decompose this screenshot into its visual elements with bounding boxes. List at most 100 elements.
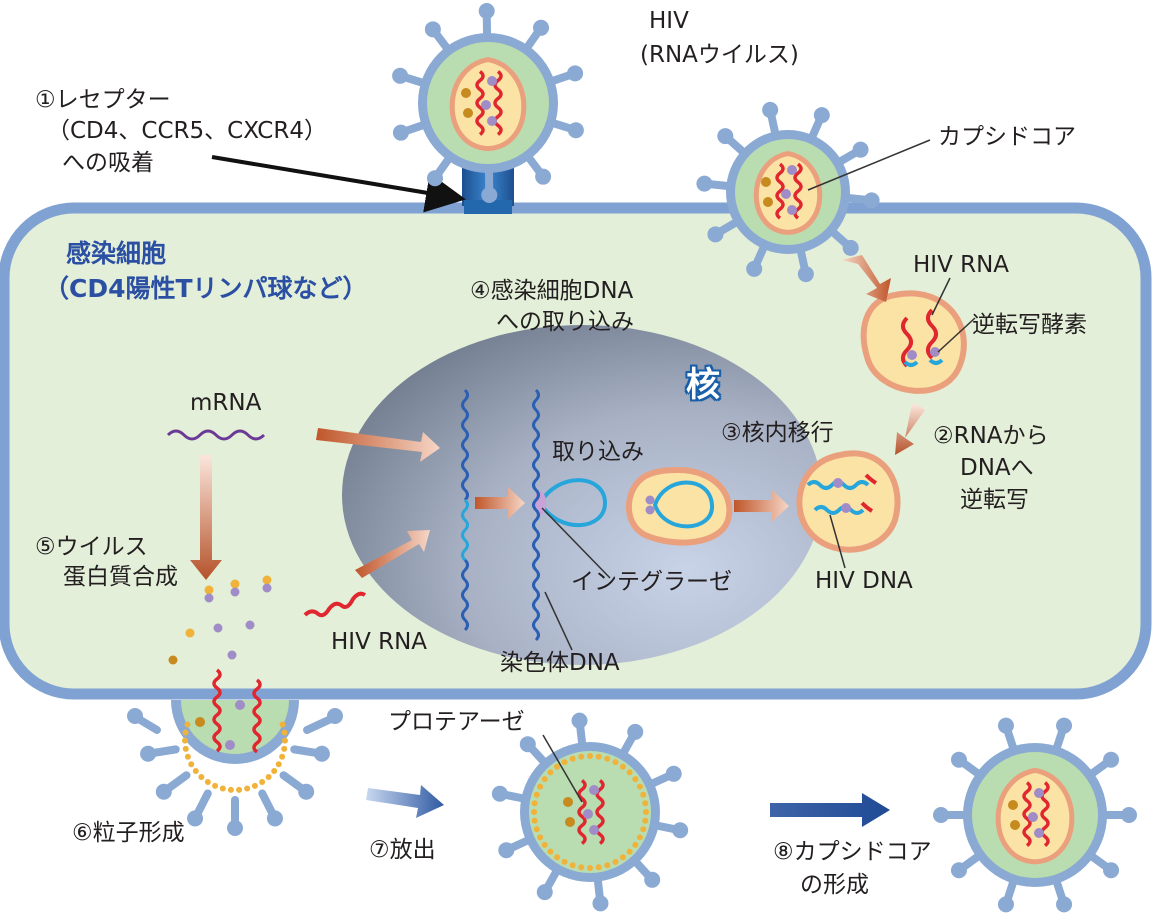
spike-knob xyxy=(997,717,1014,734)
gag-dot xyxy=(612,858,619,865)
gag-dot xyxy=(561,759,568,766)
gag-dot xyxy=(578,753,585,760)
spike-knob xyxy=(533,19,550,36)
gag-dot xyxy=(192,768,199,775)
gag-dot xyxy=(281,745,288,752)
arrow-capsid-down xyxy=(895,404,925,455)
gag-dot xyxy=(642,817,649,824)
protein-dot xyxy=(787,205,797,215)
rna-strand xyxy=(775,162,785,220)
gag-dot xyxy=(547,848,554,855)
spike-knob xyxy=(1056,896,1073,913)
spike-knob xyxy=(852,141,869,158)
capsid-dna-loop xyxy=(626,466,733,546)
chromosome-strand-host-lower xyxy=(461,558,469,632)
spike-knob xyxy=(535,168,552,185)
virus-mature xyxy=(933,717,1137,913)
arrow-to-chromosome xyxy=(475,487,525,519)
pointer-chromosome xyxy=(544,591,573,651)
gag-dot xyxy=(251,782,258,789)
gag-dot xyxy=(531,809,537,815)
step4-line1: ④感染細胞DNA xyxy=(470,278,634,304)
pointer-rt xyxy=(937,317,976,353)
gag-dot xyxy=(533,826,540,833)
protein-dot xyxy=(781,189,791,199)
rna-strand xyxy=(1040,781,1050,847)
spike-knob xyxy=(707,226,724,243)
spike-knob xyxy=(478,3,495,20)
gag-dot xyxy=(640,791,647,798)
gag-dot xyxy=(554,854,561,861)
protein-dot xyxy=(1008,800,1018,810)
protein-dot xyxy=(185,628,195,638)
gag-dot xyxy=(636,783,643,790)
virus-budding xyxy=(127,668,343,836)
protein-dot xyxy=(481,100,491,110)
spike-knob xyxy=(424,21,441,38)
spike-knob xyxy=(536,884,553,901)
rna-strand xyxy=(577,779,587,845)
gag-dot xyxy=(640,826,647,833)
step8-line2: の形成 xyxy=(800,872,869,898)
step8-line1: ⑧カプシドコア xyxy=(773,839,932,865)
gag-dot xyxy=(198,774,205,781)
gag-dot xyxy=(643,809,649,815)
protein-dot xyxy=(583,809,593,819)
arrow-to-mrna xyxy=(316,428,440,462)
spike-knob xyxy=(1121,807,1137,823)
spike-knob xyxy=(127,708,143,724)
rna-strand xyxy=(212,668,222,753)
reverse-transcriptase-label: 逆転写酵素 xyxy=(972,312,1087,338)
step4-line2: への取り込み xyxy=(496,309,634,335)
viral-proteins xyxy=(168,575,272,665)
step2-line2: DNAへ xyxy=(960,455,1034,481)
pointer-hiv-rna xyxy=(931,277,951,316)
gag-dot xyxy=(182,737,189,744)
virus-released xyxy=(491,712,689,912)
spike-knob xyxy=(665,765,682,782)
infected-cell-label: 感染細胞 xyxy=(66,239,167,268)
spike-knob xyxy=(797,266,814,283)
gag-dot xyxy=(604,755,611,762)
gag-dot xyxy=(578,864,585,871)
protein-dot xyxy=(1010,820,1020,830)
protein-dot xyxy=(213,623,223,633)
gag-dot xyxy=(587,865,593,871)
gag-dot xyxy=(182,745,189,752)
arrow-maturation xyxy=(770,793,890,827)
protein-dot xyxy=(262,575,272,585)
chromosome-strand-target xyxy=(532,388,540,642)
matrix xyxy=(181,700,289,754)
spike-knob xyxy=(298,783,315,800)
chromosome-strand-integrated xyxy=(461,498,469,562)
gag-dot xyxy=(541,841,548,848)
arrow-release xyxy=(366,785,444,818)
gag-dot xyxy=(236,786,243,793)
spike-knob xyxy=(140,745,157,762)
spike-knob xyxy=(997,896,1014,913)
hiv-dna-label: HIV DNA xyxy=(815,568,913,594)
spike-knob xyxy=(187,810,204,827)
protein-dot xyxy=(230,579,240,589)
rna-strand xyxy=(1022,781,1032,847)
arrow-to-nucleus-loop xyxy=(734,490,789,522)
step1-line3: への吸着 xyxy=(62,150,154,176)
spike-knob xyxy=(592,895,609,912)
protein-dot xyxy=(463,108,473,118)
protein-dot xyxy=(227,650,237,660)
step3-label: ③核内移行 xyxy=(721,420,834,446)
gag-dot xyxy=(184,753,191,760)
spike-knob xyxy=(950,751,967,768)
mrna-strand xyxy=(166,429,266,441)
spike-knob xyxy=(627,723,644,740)
spike-knob xyxy=(1103,862,1120,879)
hiv-rna-label-top: HIV RNA xyxy=(913,252,1010,278)
pointer-hiv-dna xyxy=(829,514,846,569)
capsid-reverse-transcribed xyxy=(796,450,901,553)
spike-knob xyxy=(498,842,515,859)
step1-line1: ①レセプター xyxy=(35,87,171,113)
rna-strand xyxy=(252,678,262,754)
nucleus xyxy=(342,325,822,665)
hiv-title: HIV xyxy=(649,8,689,34)
